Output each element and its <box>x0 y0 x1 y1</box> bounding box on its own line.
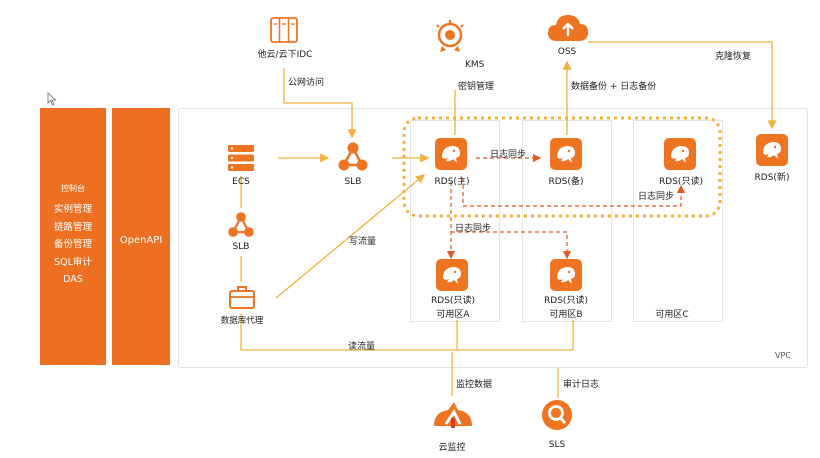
edge-logsync-3b <box>451 231 572 260</box>
rds-readonly-a-label: RDS(只读) <box>431 296 475 306</box>
sls-search-icon <box>542 400 572 430</box>
slb-icon <box>338 142 368 171</box>
slb-top-label: SLB <box>344 177 362 187</box>
rds-dolphin-icon <box>671 146 689 163</box>
rds-readonly-b-node <box>550 259 582 291</box>
rds-master-label: RDS(主) <box>434 177 470 187</box>
edge-idc-slb <box>283 68 357 139</box>
server-icon <box>270 17 298 43</box>
rds-dolphin-icon <box>442 146 460 163</box>
edge-logsync-2 <box>462 178 686 207</box>
rds-new-label: RDS(新) <box>754 173 790 183</box>
toolbox-icon <box>229 286 255 309</box>
rds-readonly-b-label: RDS(只读) <box>544 296 588 306</box>
rds-master-node <box>435 138 467 170</box>
console-item-backup: 备份管理 <box>53 239 92 250</box>
vpc-label: VPC <box>775 351 791 360</box>
idc-label: 他云/云下IDC <box>257 50 313 60</box>
backup-label: 数据备份 + 日志备份 <box>571 82 657 92</box>
zone-a-label: 可用区A <box>436 310 470 320</box>
oss-label: OSS <box>557 47 577 57</box>
edge-write <box>275 174 425 299</box>
db-proxy-label: 数据库代理 <box>220 316 264 326</box>
rds-dolphin-icon <box>763 142 781 159</box>
sls-label: SLS <box>548 440 566 450</box>
slb-icon <box>228 212 254 237</box>
console-panel: 控制台 实例管理 链路管理 备份管理 SQL审计 DAS <box>40 108 106 365</box>
kms-desc-label: 密钥管理 <box>458 82 495 92</box>
console-title: 控制台 <box>61 184 85 193</box>
log-sync-2-label: 日志同步 <box>638 192 675 202</box>
log-sync-1-label: 日志同步 <box>490 150 527 160</box>
rds-standby-node <box>550 138 582 170</box>
ecs-label: ECS <box>232 177 250 187</box>
cloud-monitor-icon <box>434 402 472 428</box>
openapi-panel: OpenAPI <box>112 108 170 365</box>
vpc-box <box>178 108 808 368</box>
log-sync-3-label: 日志同步 <box>455 224 492 234</box>
ecs-icon <box>228 145 254 171</box>
rds-dolphin-icon <box>557 267 575 284</box>
edge-clone <box>588 41 777 130</box>
write-traffic-label: 写流量 <box>349 237 377 247</box>
read-traffic-label: 读流量 <box>348 342 376 352</box>
console-item-link: 链路管理 <box>53 221 92 233</box>
console-item-instance: 实例管理 <box>53 204 92 215</box>
public-access-label: 公网访问 <box>288 78 325 88</box>
zone-c-box <box>633 120 723 322</box>
kms-label: KMS <box>465 60 485 70</box>
slb-left-label: SLB <box>232 242 250 252</box>
cloud-monitor-label: 云监控 <box>438 443 466 453</box>
zone-b-label: 可用区B <box>549 310 583 320</box>
rds-dolphin-icon <box>443 267 461 284</box>
rds-standby-label: RDS(备) <box>548 177 584 187</box>
monitor-data-label: 监控数据 <box>456 380 493 390</box>
audit-log-label: 审计日志 <box>563 380 600 390</box>
edge-read <box>240 314 574 351</box>
console-item-sql-audit: SQL审计 <box>54 256 92 268</box>
rds-readonly-c-label: RDS(只读) <box>659 177 703 187</box>
rds-readonly-c-node <box>664 138 696 170</box>
ha-group-outline <box>402 116 722 218</box>
zone-c-label: 可用区C <box>655 310 689 320</box>
rds-readonly-a-node <box>436 259 468 291</box>
console-item-das: DAS <box>63 274 83 285</box>
kms-icon <box>436 20 464 52</box>
openapi-label: OpenAPI <box>119 235 163 246</box>
cursor-icon <box>47 92 57 106</box>
cloud-upload-icon <box>548 15 588 41</box>
clone-restore-label: 克隆恢复 <box>715 52 752 62</box>
rds-dolphin-icon <box>557 146 575 163</box>
rds-new-node <box>756 134 788 166</box>
